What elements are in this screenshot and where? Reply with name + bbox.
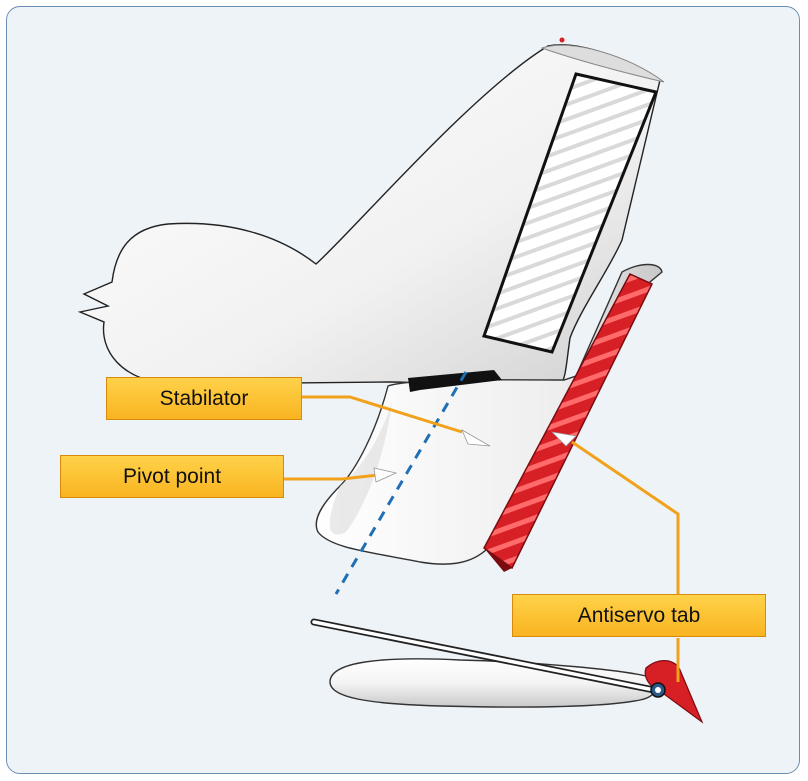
stabilator-surface (315, 263, 663, 565)
antiservo-arrowhead (550, 431, 577, 447)
antiservo-leader (571, 440, 680, 594)
antiservo-tab (483, 273, 654, 572)
rudder (482, 72, 659, 354)
antiservo-tab-label: Antiservo tab (512, 594, 766, 637)
pivot-arrowhead (373, 467, 398, 483)
arrowheads (373, 429, 577, 483)
stabilator-label: Stabilator (106, 377, 302, 420)
pivot-axis (334, 371, 468, 595)
leader-lines (284, 395, 680, 682)
airfoil-section (310, 618, 704, 724)
pivot-hinge (408, 370, 502, 392)
pivot-leader (284, 473, 379, 481)
stabilator-arrowhead (461, 429, 491, 447)
pivot-point-label: Pivot point (60, 455, 284, 498)
stabilator-leader (302, 395, 463, 434)
